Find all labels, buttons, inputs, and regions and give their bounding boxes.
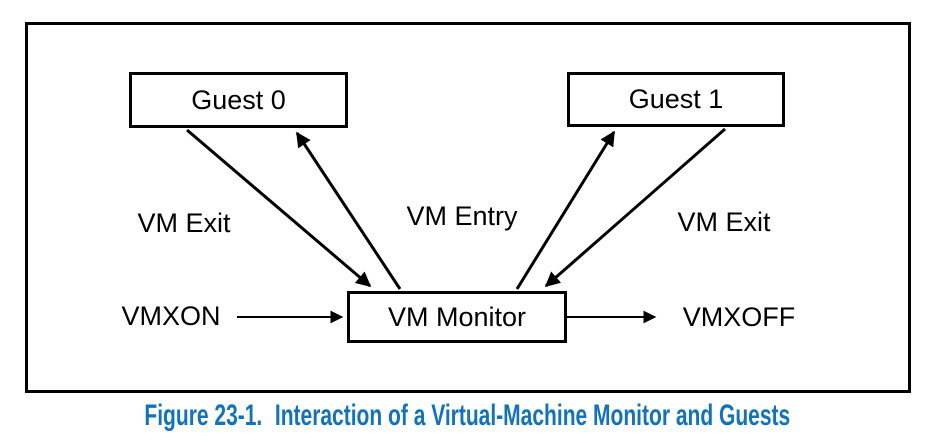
guest1-label: Guest 1 [628, 84, 724, 114]
figure-title: Interaction of a Virtual-Machine Monitor… [274, 399, 790, 432]
vmxoff-label: VMXOFF [682, 302, 796, 332]
vm-exit-left-label: VM Exit [137, 208, 231, 238]
guest0-label: Guest 0 [191, 84, 286, 115]
guest0-box: Guest 0 [129, 72, 348, 128]
figure-caption: Figure 23-1. Interaction of a Virtual-Mac… [0, 398, 934, 434]
figure-number: Figure 23-1. [144, 399, 262, 432]
vm-entry-label: VM Entry [406, 201, 518, 231]
vmxon-label: VMXON [121, 301, 221, 331]
figure-caption-text: Figure 23-1. Interaction of a Virtual-Mac… [144, 398, 790, 434]
vm-exit-right-label: VM Exit [677, 207, 771, 237]
vm-monitor-label: VM Monitor [387, 301, 527, 332]
guest1-box: Guest 1 [567, 72, 785, 127]
vm-monitor-box: VM Monitor [347, 291, 567, 343]
